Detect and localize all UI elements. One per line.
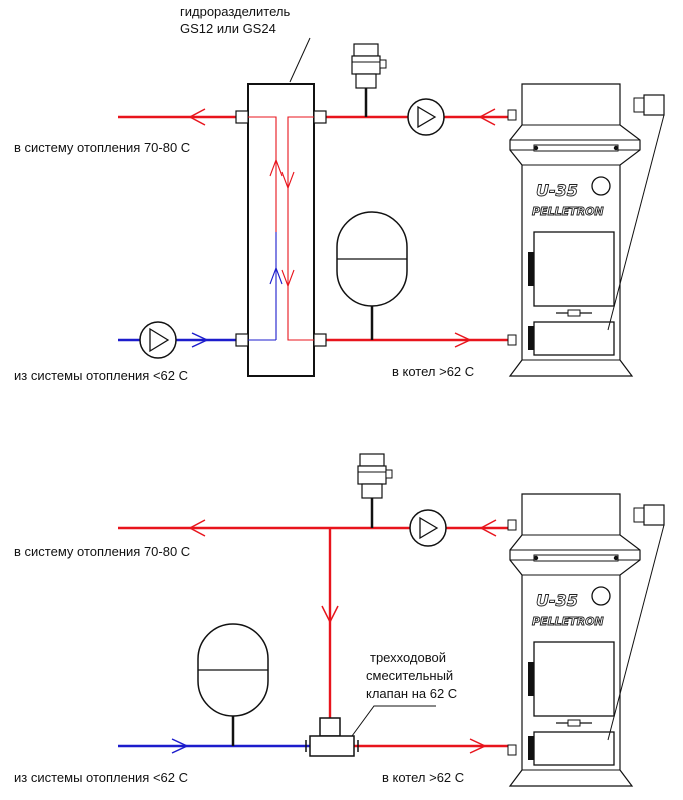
flow-arrow-icon	[188, 519, 206, 537]
flow-arrow-icon	[188, 108, 206, 126]
flow-arrow-icon	[269, 266, 283, 285]
boiler-return-label: в котел >62 С	[382, 770, 464, 785]
scheme-top: гидроразделитель GS12 или GS24	[14, 4, 665, 383]
valve-label-line2: смесительный	[366, 668, 453, 683]
return-label: из системы отопления <62 С	[14, 368, 188, 383]
boiler-icon: U-35 PELLETRON	[507, 493, 665, 787]
three-way-valve-icon	[305, 717, 359, 757]
separator-leader-line	[289, 37, 311, 83]
pump-icon	[407, 98, 445, 136]
air-vent-icon	[351, 43, 387, 89]
valve-label-line3: клапан на 62 С	[366, 686, 457, 701]
expansion-tank-icon	[336, 211, 408, 340]
flow-arrow-icon	[479, 519, 497, 537]
flow-arrow-icon	[191, 332, 209, 348]
hydraulic-separator	[235, 83, 327, 377]
separator-label-line2: GS12 или GS24	[180, 21, 276, 36]
pump-icon	[409, 509, 447, 547]
boiler-icon: U-35 PELLETRON	[507, 83, 665, 377]
valve-leader-line	[351, 705, 436, 737]
boiler-return-label: в котел >62 С	[392, 364, 474, 379]
return-label: из системы отопления <62 С	[14, 770, 188, 785]
supply-label: в систему отопления 70-80 С	[14, 140, 190, 155]
boiler-brand-label: PELLETRON	[532, 205, 604, 218]
air-vent-icon	[357, 453, 393, 499]
flow-arrow-icon	[269, 158, 283, 177]
separator-label-line1: гидроразделитель	[180, 4, 290, 19]
expansion-tank-icon	[197, 623, 269, 746]
pump-icon	[139, 321, 177, 359]
flow-arrow-icon	[478, 108, 496, 126]
valve-label-line1: трехходовой	[370, 650, 446, 665]
flow-arrow-icon	[281, 269, 295, 288]
flow-arrow-icon	[171, 738, 189, 754]
flow-arrow-icon	[321, 605, 339, 624]
supply-label: в систему отопления 70-80 С	[14, 544, 190, 559]
boiler-brand-label: PELLETRON	[532, 615, 604, 628]
scheme-bottom: трехходовой смесительный клапан на 62 С …	[14, 453, 665, 787]
flow-arrow-icon	[454, 332, 472, 348]
boiler-model-label: U-35	[536, 181, 578, 200]
flow-arrow-icon	[281, 171, 295, 190]
boiler-model-label: U-35	[536, 591, 578, 610]
flow-arrow-icon	[469, 738, 487, 754]
